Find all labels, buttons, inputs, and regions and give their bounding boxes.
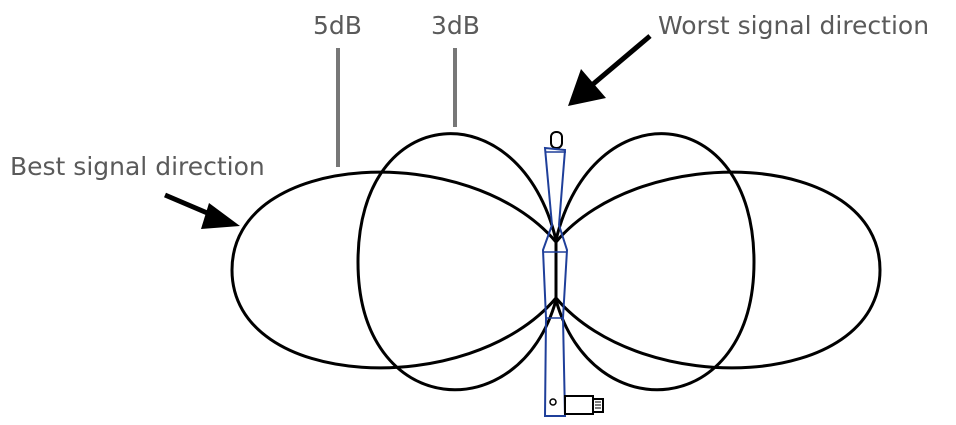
- lobe-5db-right: [554, 170, 882, 370]
- label-5db: 5dB: [313, 11, 362, 40]
- usb-plug-icon: [564, 395, 604, 415]
- lobe-5db-left: [230, 170, 558, 370]
- best-direction-arrow-icon: [164, 192, 240, 229]
- label-best-signal-direction: Best signal direction: [10, 152, 265, 181]
- label-3db: 3dB: [431, 11, 480, 40]
- lobe-3db-right: [554, 132, 756, 392]
- antenna-icon: [541, 131, 569, 417]
- lobe-3db-left: [356, 132, 558, 392]
- worst-direction-arrow-icon: [568, 34, 652, 106]
- label-worst-signal-direction: Worst signal direction: [658, 11, 930, 40]
- lobes-5db: [230, 170, 882, 370]
- lobes-3db: [356, 132, 756, 392]
